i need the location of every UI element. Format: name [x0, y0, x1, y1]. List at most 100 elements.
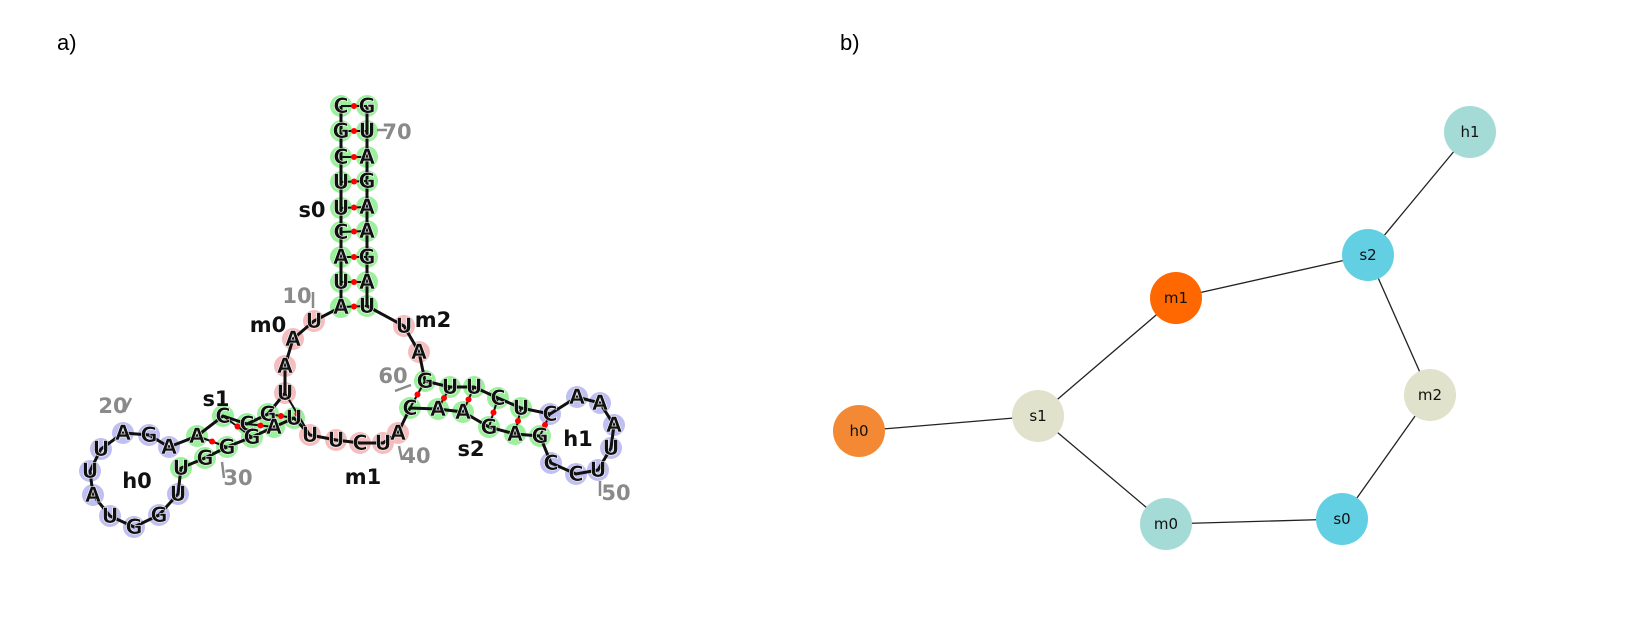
node-circle — [833, 405, 885, 457]
nucleotide-letter: A — [115, 421, 132, 445]
nucleotide-letter: A — [333, 245, 350, 269]
node-h0: h0 — [833, 405, 885, 457]
nucleotide-letter: A — [507, 422, 524, 446]
nucleotide-letter: A — [333, 295, 350, 319]
nucleotide-letter: G — [125, 515, 142, 539]
nucleotide-letter: U — [172, 456, 189, 480]
nucleotide-letter: A — [85, 483, 102, 507]
node-circle — [1012, 390, 1064, 442]
nucleotide-letter: A — [285, 327, 302, 351]
edge-h1-s2 — [1367, 131, 1471, 256]
nucleotide-letter: A — [189, 424, 206, 448]
node-h1: h1 — [1444, 106, 1496, 158]
base-pair-dot — [465, 396, 472, 403]
edge-s1-m0 — [1037, 415, 1167, 525]
element-label-h1: h1 — [563, 427, 593, 451]
nucleotide-letter: A — [455, 400, 472, 424]
nucleotide-letter: A — [390, 421, 407, 445]
position-number: 30 — [223, 466, 252, 490]
base-pair-dot — [351, 228, 357, 235]
nucleotide-letter: A — [277, 354, 294, 378]
nucleotide-letter: G — [196, 446, 213, 470]
node-m0: m0 — [1140, 498, 1192, 550]
element-graph-diagram: h1 s2 m1 m2 s1 h0 m0 s0 — [833, 106, 1496, 550]
edge-s1-h0 — [858, 415, 1039, 432]
nucleotide-letter: G — [480, 415, 497, 439]
node-label: m2 — [1418, 386, 1442, 404]
element-label-h0: h0 — [122, 469, 152, 493]
node-s0: s0 — [1316, 493, 1368, 545]
nucleotide-letter: U — [602, 436, 619, 460]
base-pair-dot — [351, 204, 357, 211]
nucleotide-letter: G — [218, 435, 235, 459]
nucleotide-letter: G — [332, 119, 349, 143]
edge-m1-s1 — [1037, 297, 1177, 417]
position-tick — [394, 383, 412, 393]
node-label: h1 — [1460, 123, 1479, 141]
position-number: 20 — [98, 394, 127, 418]
nucleotide-letter: C — [402, 396, 417, 420]
node-m2: m2 — [1404, 369, 1456, 421]
nucleotide-letter: C — [490, 386, 505, 410]
nucleotide-letter: A — [430, 397, 447, 421]
nucleotide-letter: U — [332, 196, 349, 220]
nucleotide-letter: A — [606, 413, 623, 437]
node-label: m1 — [1164, 289, 1188, 307]
nucleotide-letter: A — [161, 435, 178, 459]
nucleotide-letter: U — [169, 482, 186, 506]
position-number: 40 — [401, 444, 430, 468]
base-pair-dot — [351, 178, 357, 185]
nucleotide-letter: U — [305, 309, 322, 333]
panel-b-label: b) — [840, 30, 860, 55]
nucleotide-letter: A — [359, 219, 376, 243]
nucleotide-letter: C — [333, 145, 348, 169]
nucleotide-letter: A — [411, 340, 428, 364]
nucleotide-letter: G — [150, 503, 167, 527]
node-s1: s1 — [1012, 390, 1064, 442]
position-number: 50 — [601, 481, 630, 505]
nucleotide-letter: G — [358, 245, 375, 269]
base-pair-dot — [257, 422, 264, 429]
nucleotide-letter: U — [285, 406, 302, 430]
nucleotide-letter: C — [333, 220, 348, 244]
node-label: s2 — [1359, 246, 1376, 264]
nucleotide-letter: A — [592, 391, 609, 415]
base-pair-dot — [351, 303, 357, 310]
position-number: 10 — [282, 284, 311, 308]
nucleotide-letter: C — [333, 94, 348, 118]
nucleotide-letter: U — [358, 294, 375, 318]
nucleotide-letter: A — [359, 195, 376, 219]
nucleotide-letter: G — [358, 94, 375, 118]
base-pair-dot — [490, 409, 497, 416]
position-number: 60 — [378, 364, 407, 388]
nucleotide-letter: G — [416, 369, 433, 393]
nucleotide-letter: U — [589, 458, 606, 482]
nucleotide-letter: U — [332, 170, 349, 194]
element-label-s1: s1 — [202, 387, 229, 411]
nucleotide-letter: U — [327, 428, 344, 452]
base-pair-dot — [515, 418, 521, 424]
rna-backbone — [88, 106, 616, 529]
base-pair-dot — [542, 422, 548, 428]
position-tick — [122, 397, 133, 413]
base-pair-dot — [414, 391, 421, 398]
nucleotide-letter: U — [301, 423, 318, 447]
nucleotide-letter: U — [101, 504, 118, 528]
node-circle — [1150, 272, 1202, 324]
node-label: s1 — [1029, 407, 1046, 425]
nucleotide-letter: C — [215, 404, 230, 428]
nucleotide-letter: G — [140, 423, 157, 447]
base-pair-dot — [441, 395, 447, 401]
edge-s2-m1 — [1175, 254, 1369, 299]
nucleotide-letter: A — [359, 270, 376, 294]
position-number: 70 — [382, 120, 411, 144]
nucleotide-letter: U — [465, 375, 482, 399]
node-circle — [1342, 229, 1394, 281]
node-circle — [1444, 106, 1496, 158]
nucleotide-letter: G — [531, 424, 548, 448]
nucleotide-letter: U — [395, 314, 412, 338]
nucleotide-letter: A — [266, 415, 283, 439]
base-pair-dot — [351, 103, 357, 109]
nucleotide-letter: C — [352, 431, 367, 455]
